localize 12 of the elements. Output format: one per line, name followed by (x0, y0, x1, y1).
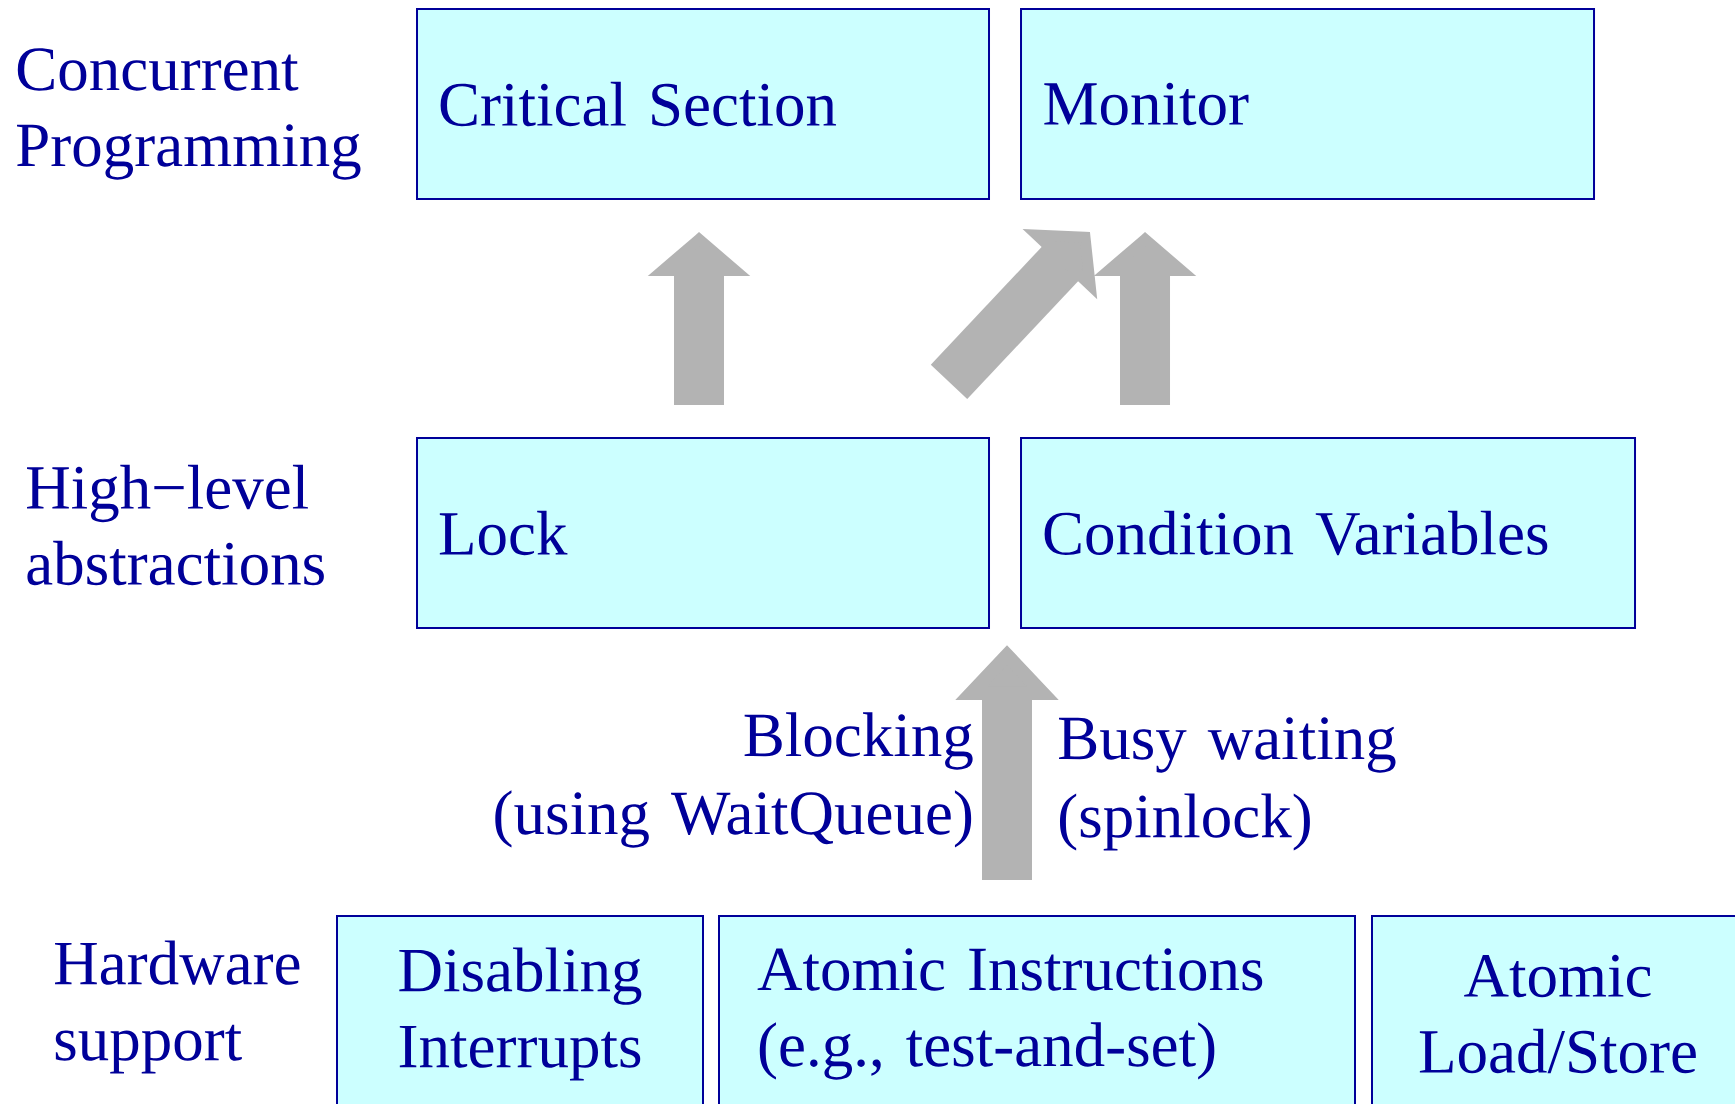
process-box: Condition Variables (1020, 437, 1636, 629)
annotation-text: Busy waiting (1059, 717, 1396, 773)
annotation-text: (using WaitQueue) (495, 790, 972, 848)
annotation-text: Blocking (744, 712, 973, 770)
process-box: Atomic Instructions (e.g., test-and-set) (718, 915, 1356, 1104)
annotation-text: (spinlock) (1060, 793, 1310, 851)
row-label: High−level abstractions (27, 464, 324, 586)
process-box: Critical Section (416, 8, 990, 200)
process-box: Lock (416, 437, 990, 629)
process-box: Disabling Interrupts (336, 915, 704, 1104)
process-box: Atomic Load/Store (1371, 915, 1735, 1104)
process-box: Monitor (1020, 8, 1595, 200)
